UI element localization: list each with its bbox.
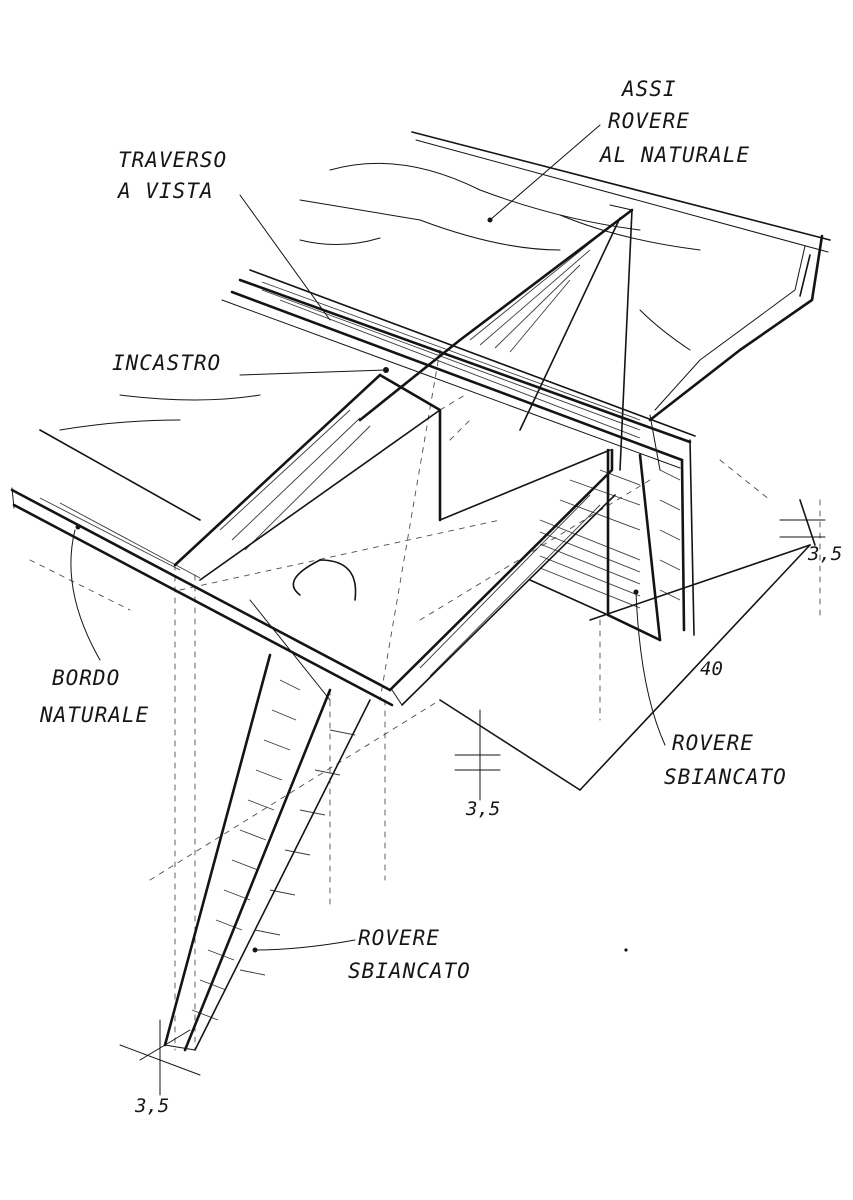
label-assi-line2: ROVERE — [608, 109, 690, 133]
label-assi-line3: AL NATURALE — [598, 143, 750, 167]
dimension-texts: 3,5 40 3,5 3,5 — [134, 543, 842, 1117]
label-rovere-leg-line1: ROVERE — [358, 926, 440, 950]
label-traverso-line2: A VISTA — [116, 179, 214, 203]
dim-leg-thickness: 3,5 — [134, 1095, 169, 1117]
annotation-labels: ASSI ROVERE AL NATURALE TRAVERSO A VISTA… — [39, 77, 787, 983]
label-assi-line1: ASSI — [620, 77, 677, 101]
label-rovere-leg-line2: SBIANCATO — [348, 959, 471, 983]
dim-right-thickness: 3,5 — [807, 543, 842, 565]
dim-right-length: 40 — [700, 658, 723, 680]
traverso-beam — [221, 269, 696, 642]
dim-front-thickness: 3,5 — [465, 798, 500, 820]
construction-lines — [29, 349, 821, 1051]
top-board — [299, 131, 831, 471]
inner-tray — [173, 373, 611, 581]
label-traverso-line1: TRAVERSO — [118, 148, 227, 172]
leader-lines — [70, 124, 666, 951]
front-leg — [163, 559, 371, 1052]
label-bordo-line1: BORDO — [52, 666, 120, 690]
diagonal-brace — [358, 204, 634, 471]
label-bordo-line2: NATURALE — [39, 703, 149, 727]
front-board — [10, 394, 616, 707]
dimension-lines — [119, 499, 826, 1096]
ink-marks — [75, 217, 639, 953]
label-rovere-right-line2: SBIANCATO — [664, 765, 787, 789]
right-support-panel — [529, 448, 681, 642]
label-rovere-right-line1: ROVERE — [672, 731, 754, 755]
label-incastro: INCASTRO — [112, 351, 221, 375]
